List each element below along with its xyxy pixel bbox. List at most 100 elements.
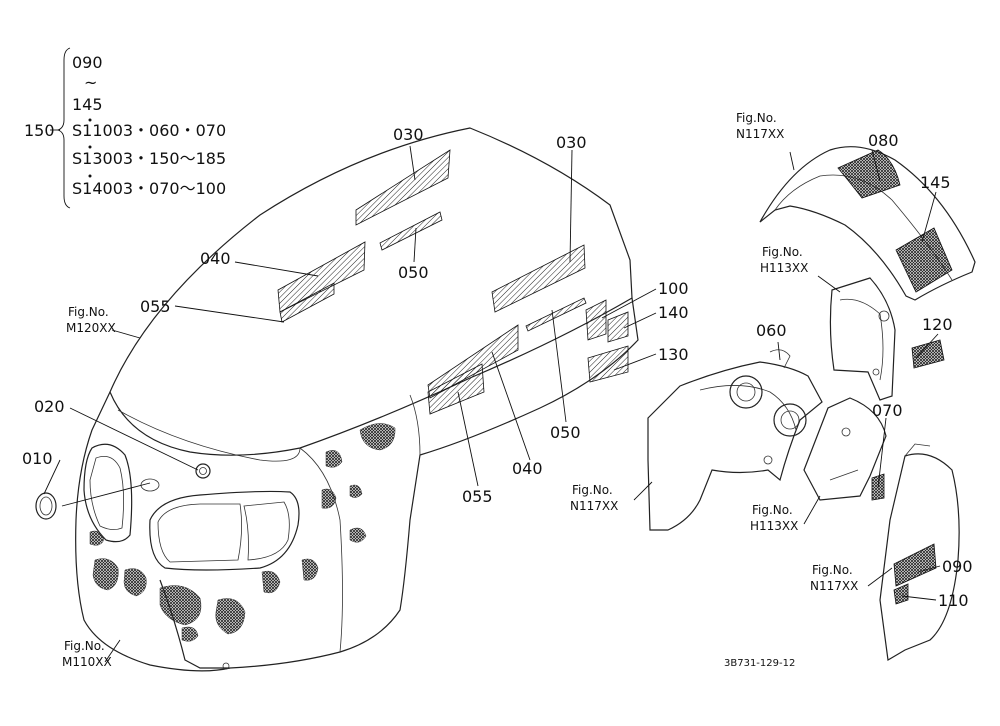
range-brace (56, 47, 71, 209)
side-mesh-5 (359, 423, 396, 451)
fender-cover-outline (803, 397, 887, 501)
range-line-6: S14003・070〜100 (72, 179, 226, 198)
callout-130: 130 (658, 345, 689, 364)
serial-range-block: 150 090 ~ 145 S11003・060・070 S13003・150〜… (24, 47, 226, 209)
fig-ref-h113-top-prefix: Fig.No. (762, 245, 803, 259)
side-mesh-1 (301, 558, 319, 581)
callout-055-side: 055 (462, 487, 493, 506)
hood-emblem-020 (195, 463, 211, 479)
left-headlight-lens (89, 455, 124, 530)
fig-ref-h113-bot-prefix: Fig.No. (752, 503, 793, 517)
grille-mesh-5 (261, 570, 281, 594)
side-mesh-2 (321, 488, 337, 509)
callout-040-side: 040 (512, 459, 543, 478)
fender-outline (647, 361, 823, 531)
fender-cover-hole (841, 427, 851, 437)
decal-055-side (427, 363, 485, 415)
decal-130 (587, 345, 629, 383)
fig-ref-n117-top-prefix: Fig.No. (736, 111, 777, 125)
hood-front-face (75, 391, 231, 672)
cab-panel-inner (839, 298, 884, 381)
side-mesh-4 (349, 484, 363, 498)
callout-040-top: 040 (200, 249, 231, 268)
lower-panel-outline (879, 453, 960, 661)
decal-120 (911, 339, 945, 369)
decal-050-top (379, 211, 443, 251)
callout-100: 100 (658, 279, 689, 298)
fig-ref-n117-top-code: N117XX (736, 127, 784, 141)
side-mesh-3 (325, 450, 343, 468)
cab-panel-hole-1 (878, 310, 890, 322)
callout-050-side: 050 (550, 423, 581, 442)
lower-panel-tab (904, 443, 931, 457)
callout-145: 145 (920, 173, 951, 192)
callout-055-top: 055 (140, 297, 171, 316)
callout-030-left: 030 (393, 125, 424, 144)
range-dot-3 (88, 174, 92, 178)
grommet-inner (39, 496, 53, 516)
side-mesh-6 (349, 527, 367, 543)
decal-140 (607, 311, 629, 343)
callout-050-top: 050 (398, 263, 429, 282)
fig-ref-h113-top-code: H113XX (760, 261, 808, 275)
callout-030-right: 030 (556, 133, 587, 152)
fender-bolt (763, 455, 773, 465)
fender-light-socket-1 (729, 375, 763, 409)
right-headlight (149, 490, 300, 571)
callout-110: 110 (938, 591, 969, 610)
hood-side-panel (159, 297, 639, 669)
decal-050-side (525, 297, 587, 332)
callout-090: 090 (942, 557, 973, 576)
range-line-5: S13003・150〜185 (72, 149, 226, 168)
part-060-clip (769, 349, 791, 369)
grille-mesh-4 (215, 598, 246, 635)
fig-ref-m120-prefix: Fig.No. (68, 305, 109, 319)
fig-ref-m110-prefix: Fig.No. (64, 639, 105, 653)
decal-110 (893, 583, 909, 605)
hood-side-crease (299, 447, 343, 653)
decal-080 (837, 149, 901, 199)
fig-ref-n117-mid-code: N117XX (570, 499, 618, 513)
fender-arch (699, 385, 797, 431)
range-dot-2 (88, 145, 92, 149)
decal-030-right (491, 244, 586, 313)
grille-mesh-7 (181, 626, 199, 642)
cab-panel-outline (829, 277, 896, 401)
roof-panel (759, 146, 976, 301)
right-headlight-lamp (243, 501, 290, 561)
fender-light-socket-2-inner (780, 410, 800, 430)
callout-010: 010 (22, 449, 53, 468)
range-dot-1 (88, 118, 92, 122)
leader-lines (43, 145, 941, 663)
figure-references: Fig.No. M120XX Fig.No. M110XX Fig.No. N1… (62, 111, 858, 669)
range-line-4: S11003・060・070 (72, 121, 226, 140)
callout-070: 070 (872, 401, 903, 420)
callout-140: 140 (658, 303, 689, 322)
decal-055-top (279, 282, 335, 323)
roof-outline (759, 146, 976, 301)
fig-ref-h113-bot-code: H113XX (750, 519, 798, 533)
hood-bottom-screw (222, 662, 230, 670)
callout-080: 080 (868, 131, 899, 150)
range-line-3: 145 (72, 95, 103, 114)
grommet-010 (35, 492, 57, 520)
right-headlight-inner (157, 503, 242, 563)
decal-040-top (277, 241, 366, 313)
cab-side-panel (829, 277, 945, 401)
fender-cover-crease (829, 469, 859, 481)
lower-side-panel (879, 443, 960, 661)
range-main-label: 150 (24, 121, 55, 140)
callout-020: 020 (34, 397, 65, 416)
decal-100 (585, 299, 607, 341)
callout-120: 120 (922, 315, 953, 334)
callout-060: 060 (756, 321, 787, 340)
left-headlight (83, 443, 133, 543)
fender-light-socket-1-inner (736, 382, 756, 402)
grommet-outer (35, 492, 57, 520)
fig-ref-n117-bot-prefix: Fig.No. (812, 563, 853, 577)
callout-labels: 030 030 040 050 055 020 010 100 140 130 … (22, 125, 973, 610)
fig-ref-n117-mid-prefix: Fig.No. (572, 483, 613, 497)
grille-mesh-1 (92, 558, 119, 591)
range-line-2: ~ (84, 73, 97, 92)
